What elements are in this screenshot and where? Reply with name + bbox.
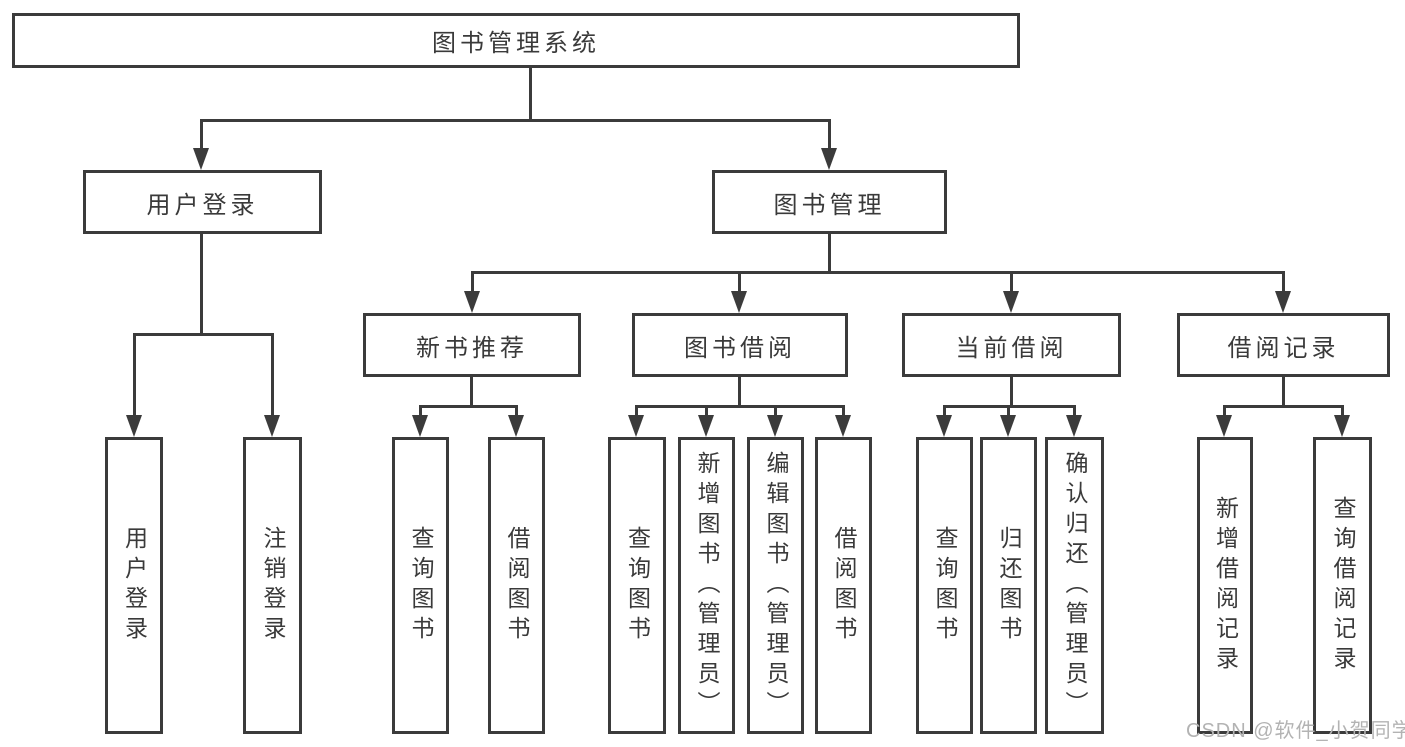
leaf-add-borrow-record: 新增借阅记录 [1197,437,1253,734]
node-label: 借阅图书 [504,525,530,646]
connector-line [271,333,274,417]
arrow-down-icon [698,415,714,437]
arrow-down-icon [126,415,142,437]
leaf-confirm-return-admin: 确认归还（管理员） [1045,437,1104,734]
connector-line [471,271,1285,274]
arrow-down-icon [412,415,428,437]
connector-line [842,405,845,417]
connector-line [1223,405,1344,408]
connector-line [200,119,831,122]
leaf-add-book-admin: 新增图书（管理员） [678,437,735,734]
node-label: 借阅记录 [1227,334,1340,362]
node-label: 归还图书 [996,525,1022,646]
leaf-query-borrow-record: 查询借阅记录 [1313,437,1372,734]
connector-line [471,271,474,294]
node-book-management: 图书管理 [712,170,947,234]
arrow-down-icon [508,415,524,437]
node-current-borrowing: 当前借阅 [902,313,1121,377]
node-book-borrowing: 图书借阅 [632,313,848,377]
arrow-down-icon [835,415,851,437]
leaf-query-books-3: 查询图书 [916,437,973,734]
connector-line [828,234,831,271]
connector-line [1073,405,1076,417]
csdn-watermark: CSDN @软件_小贺同学 [1186,720,1405,742]
connector-line [419,405,422,417]
node-label: 查询图书 [932,525,958,646]
node-label: 新增图书（管理员） [694,450,720,721]
arrow-down-icon [464,291,480,313]
arrow-down-icon [767,415,783,437]
arrow-down-icon [1066,415,1082,437]
node-borrow-records: 借阅记录 [1177,313,1390,377]
node-label: 查询借阅记录 [1330,495,1356,676]
arrow-down-icon [628,415,644,437]
leaf-user-login: 用户登录 [105,437,163,734]
node-label: 注销登录 [260,525,286,646]
connector-line [705,405,708,417]
connector-line [635,405,638,417]
node-label: 确认归还（管理员） [1062,450,1088,721]
node-label: 用户登录 [146,191,259,219]
arrow-down-icon [731,291,747,313]
connector-line [1010,377,1013,405]
connector-line [1010,271,1013,294]
arrow-down-icon [1003,291,1019,313]
leaf-borrow-books-1: 借阅图书 [488,437,545,734]
node-label: 新书推荐 [416,334,528,362]
node-library-management-system: 图书管理系统 [12,13,1020,68]
leaf-edit-book-admin: 编辑图书（管理员） [747,437,804,734]
arrow-down-icon [1216,415,1232,437]
connector-line [635,405,844,408]
connector-line [515,405,518,417]
connector-line [470,377,473,405]
arrow-down-icon [193,148,209,170]
arrow-down-icon [936,415,952,437]
leaf-return-book: 归还图书 [980,437,1037,734]
connector-line [943,405,946,417]
node-label: 查询图书 [408,525,434,646]
arrow-down-icon [1275,291,1291,313]
connector-line [419,405,518,408]
node-new-book-recommend: 新书推荐 [363,313,581,377]
leaf-query-books-1: 查询图书 [392,437,449,734]
node-label: 查询图书 [624,525,651,646]
leaf-logout: 注销登录 [243,437,302,734]
connector-line [133,333,136,417]
connector-line [738,271,741,294]
arrow-down-icon [1334,415,1350,437]
connector-line [828,119,831,152]
connector-line [1341,405,1344,417]
arrow-down-icon [821,148,837,170]
connector-line [1007,405,1010,417]
node-label: 图书管理 [773,191,886,219]
connector-line [529,68,532,119]
leaf-query-books-2: 查询图书 [608,437,666,734]
connector-line [738,377,741,405]
connector-line [133,333,274,336]
node-label: 编辑图书（管理员） [763,450,789,721]
connector-line [200,119,203,152]
arrow-down-icon [1000,415,1016,437]
leaf-borrow-books-2: 借阅图书 [815,437,872,734]
connector-line [200,234,203,336]
node-label: 图书借阅 [684,334,796,362]
arrow-down-icon [264,415,280,437]
connector-line [1282,271,1285,294]
node-label: 当前借阅 [955,334,1068,362]
node-label: 借阅图书 [831,525,857,646]
connector-line [774,405,777,417]
connector-line [1223,405,1226,417]
node-label: 新增借阅记录 [1212,495,1239,676]
connector-line [1282,377,1285,405]
node-user-login: 用户登录 [83,170,322,234]
node-label: 用户登录 [121,525,148,646]
node-label: 图书管理系统 [432,30,600,57]
